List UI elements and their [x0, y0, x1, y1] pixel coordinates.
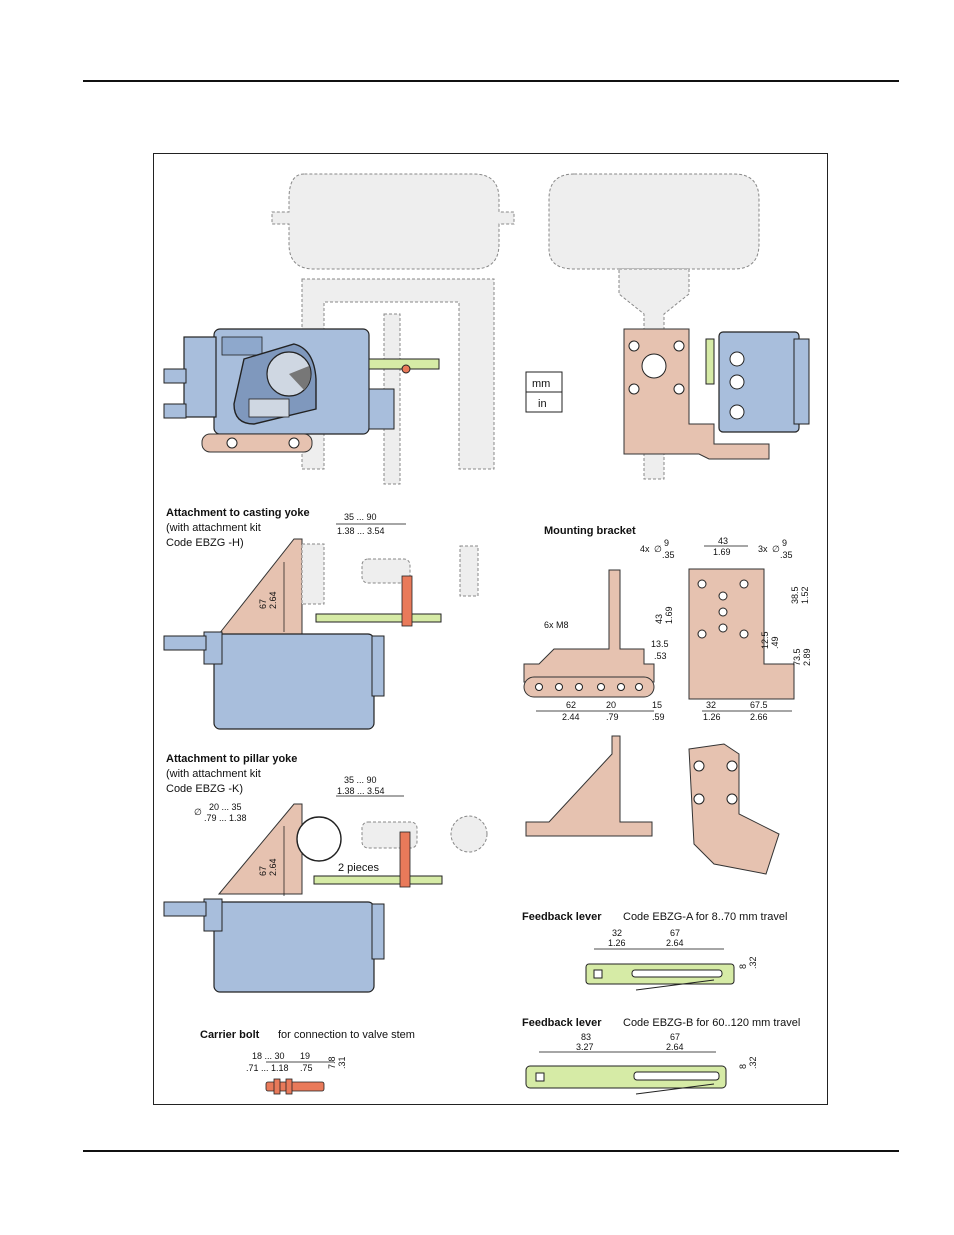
positioner-front-view: [163, 328, 440, 453]
carrier-d2-in: .75: [300, 1063, 313, 1073]
dimension-drawing-figure: mm in Attachment to casting yoke (with a…: [153, 153, 828, 1105]
bracket-holes4: 4x: [640, 544, 650, 554]
levera-d3-in: .32: [748, 956, 758, 969]
casting-dim-top-in: 1.38 ... 3.54: [337, 526, 385, 536]
bracket-sym-3: ∅: [772, 544, 780, 554]
levera-d2-mm: 67: [670, 928, 680, 938]
bracket-d20-mm: 20: [606, 700, 616, 710]
units-mm: mm: [532, 378, 550, 390]
carrier-desc: for connection to valve stem: [278, 1029, 415, 1041]
casting-dim-h-mm: 67: [258, 599, 268, 609]
carrier-title: Carrier bolt: [200, 1029, 260, 1041]
bracket-d43-in: 1.69: [713, 547, 731, 557]
bracket-thread: 6x M8: [544, 620, 569, 630]
bracket-d43-mm: 43: [718, 536, 728, 546]
positioner-side-view: [623, 328, 810, 460]
bracket-d32-mm: 32: [706, 700, 716, 710]
casting-dim-top-mm: 35 ... 90: [344, 512, 377, 522]
bracket-d735-in: 2.89: [802, 648, 812, 666]
casting-sub2: Code EBZG -H): [166, 537, 244, 549]
bracket-d13-in: .53: [654, 651, 667, 661]
pillar-sub2: Code EBZG -K): [166, 783, 243, 795]
levera-d1-mm: 32: [612, 928, 622, 938]
pillar-pieces: 2 pieces: [338, 862, 379, 874]
pillar-sub1: (with attachment kit: [166, 768, 261, 780]
bracket-d125-mm: 12.5: [760, 631, 770, 649]
bracket-holes4-mm: 9: [664, 538, 669, 548]
levera-d2-in: 2.64: [666, 938, 684, 948]
levera-desc: Code EBZG-A for 8..70 mm travel: [623, 911, 787, 923]
feedback-lever-a-section: Feedback lever Code EBZG-A for 8..70 mm …: [522, 911, 787, 991]
bracket-d15-mm: 15: [652, 700, 662, 710]
carrier-d3-in: .31: [337, 1056, 347, 1069]
pillar-dia-sym: ∅: [194, 807, 202, 817]
leverb-d3-in: .32: [748, 1056, 758, 1069]
units-legend: mm in: [525, 371, 563, 413]
bracket-d13-mm: 13.5: [651, 639, 669, 649]
bracket-d43v-in: 1.69: [664, 606, 674, 624]
leverb-d2-mm: 67: [670, 1032, 680, 1042]
bracket-d125-in: .49: [770, 636, 780, 649]
pillar-dim-top-mm: 35 ... 90: [344, 775, 377, 785]
carrier-d1-in: .71 ... 1.18: [246, 1063, 289, 1073]
carrier-d1-mm: 18 ... 30: [252, 1051, 285, 1061]
bracket-d385-in: 1.52: [800, 586, 810, 604]
pillar-title: Attachment to pillar yoke: [166, 753, 297, 765]
bracket-title: Mounting bracket: [544, 525, 636, 537]
pillar-yoke-section: Attachment to pillar yoke (with attachme…: [163, 753, 488, 993]
pillar-dim-top-in: 1.38 ... 3.54: [337, 786, 385, 796]
leverb-d3-mm: 8: [738, 1064, 748, 1069]
bracket-d67-in: 2.66: [750, 712, 768, 722]
bracket-holes4-in: .35: [662, 550, 675, 560]
bracket-holes3-in: .35: [780, 550, 793, 560]
bracket-holes3: 3x: [758, 544, 768, 554]
levera-d3-mm: 8: [738, 964, 748, 969]
pillar-dim-h-mm: 67: [258, 866, 268, 876]
levera-title: Feedback lever: [522, 911, 602, 923]
bracket-d67-mm: 67.5: [750, 700, 768, 710]
bracket-holes3-mm: 9: [782, 538, 787, 548]
carrier-bolt-section: Carrier bolt for connection to valve ste…: [200, 1029, 415, 1095]
mounting-bracket-section: Mounting bracket 4x ∅ 9 .35 3x ∅ 9 .35 4…: [523, 525, 812, 875]
bracket-d62-mm: 62: [566, 700, 576, 710]
pillar-dia-mm: 20 ... 35: [209, 802, 242, 812]
bracket-d385-mm: 38.5: [790, 586, 800, 604]
casting-title: Attachment to casting yoke: [166, 507, 310, 519]
bottom-rule: [83, 1150, 899, 1152]
bracket-d62-in: 2.44: [562, 712, 580, 722]
casting-sub1: (with attachment kit: [166, 522, 261, 534]
bracket-d15-in: .59: [652, 712, 665, 722]
bracket-d735-mm: 73.5: [792, 648, 802, 666]
bracket-d43v-mm: 43: [654, 614, 664, 624]
units-in: in: [538, 398, 547, 410]
drawing-canvas: mm in Attachment to casting yoke (with a…: [163, 173, 812, 1095]
bracket-sym-4: ∅: [654, 544, 662, 554]
casting-yoke-section: Attachment to casting yoke (with attachm…: [163, 507, 479, 730]
casting-dim-h-in: 2.64: [268, 591, 278, 609]
leverb-d1-mm: 83: [581, 1032, 591, 1042]
carrier-d2-mm: 19: [300, 1051, 310, 1061]
top-rule: [83, 80, 899, 82]
leverb-d1-in: 3.27: [576, 1042, 594, 1052]
bracket-d20-in: .79: [606, 712, 619, 722]
leverb-desc: Code EBZG-B for 60..120 mm travel: [623, 1017, 800, 1029]
bracket-d32-in: 1.26: [703, 712, 721, 722]
pillar-dim-h-in: 2.64: [268, 858, 278, 876]
leverb-d2-in: 2.64: [666, 1042, 684, 1052]
pillar-dia-in: .79 ... 1.38: [204, 813, 247, 823]
leverb-title: Feedback lever: [522, 1017, 602, 1029]
feedback-lever-b-section: Feedback lever Code EBZG-B for 60..120 m…: [522, 1017, 800, 1095]
levera-d1-in: 1.26: [608, 938, 626, 948]
carrier-d3-mm: 7.8: [327, 1056, 337, 1069]
